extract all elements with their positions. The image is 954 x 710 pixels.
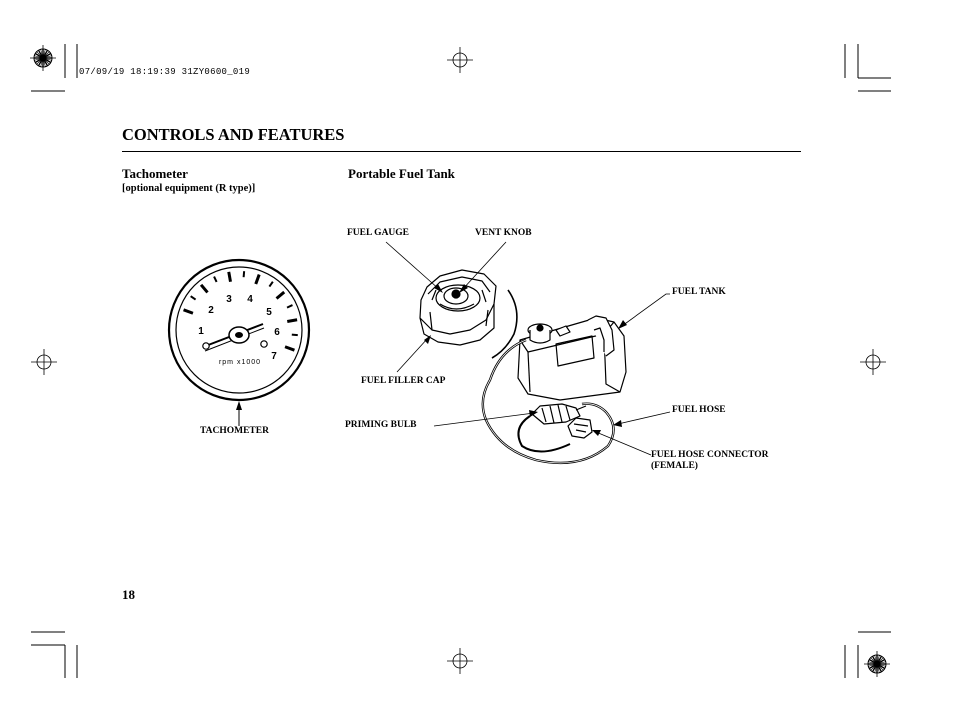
section-title: CONTROLS AND FEATURES	[122, 125, 345, 144]
dial-number-6: 6	[274, 327, 280, 338]
starburst-ray	[871, 655, 878, 665]
arrow-head-icon	[613, 420, 622, 427]
fuel-tank-body	[517, 315, 627, 401]
tachometer-tick	[227, 271, 232, 283]
starburst-ray	[34, 52, 44, 59]
registration-crosshair-icon	[860, 349, 886, 375]
fuel-hose-connector-callout-line2: (FEMALE)	[651, 461, 698, 471]
tachometer-tick	[183, 308, 194, 315]
starburst-ray	[42, 52, 52, 59]
fuel-tank-leader-line	[621, 293, 670, 327]
tachometer-heading: Tachometer	[122, 166, 188, 181]
tachometer-hub-center	[235, 332, 243, 338]
vent-knob-leader-line	[461, 241, 507, 291]
starburst-ray	[34, 57, 44, 64]
starburst-ray	[42, 57, 49, 67]
registration-starburst-icon	[30, 45, 56, 71]
tachometer-tick	[284, 345, 295, 352]
priming-bulb-callout: PRIMING BULB	[345, 420, 417, 430]
dial-number-3: 3	[226, 294, 232, 305]
tachometer-stop-pin	[202, 342, 210, 350]
dial-number-4: 4	[247, 294, 253, 305]
registration-crosshair-icon	[447, 47, 473, 73]
dial-unit-label: rpm x1000	[219, 359, 261, 366]
priming-bulb-leader-line	[433, 412, 535, 427]
fuel-hose-connector-callout-line1: FUEL HOSE CONNECTOR	[651, 450, 769, 460]
tachometer-tick	[190, 295, 197, 301]
tachometer-tick	[242, 271, 246, 278]
fuel-filler-cap-leader-line	[396, 337, 429, 373]
registration-crosshair-icon	[31, 349, 57, 375]
fuel-gauge-callout: FUEL GAUGE	[347, 228, 410, 238]
tachometer-subheading: [optional equipment (R type)]	[122, 183, 256, 194]
vent-knob-callout: VENT KNOB	[475, 228, 532, 238]
arrow-head-icon	[618, 320, 627, 329]
fuel-hose-inner-loop	[517, 415, 571, 453]
fuel-filler-cap-callout: FUEL FILLER CAP	[361, 376, 446, 386]
dial-number-1: 1	[198, 326, 204, 337]
tachometer-tick	[268, 281, 274, 288]
starburst-ray	[868, 658, 878, 665]
dial-number-5: 5	[266, 307, 272, 318]
starburst-ray	[37, 57, 44, 67]
arrow-head-icon	[434, 284, 443, 293]
fuel-hose-callout: FUEL HOSE	[672, 405, 726, 415]
starburst-ray	[37, 49, 44, 59]
priming-bulb	[531, 403, 587, 425]
tachometer-tick	[286, 304, 293, 309]
tachometer-tick	[213, 276, 218, 283]
starburst-ray	[876, 663, 883, 673]
registration-starburst-icon	[864, 651, 890, 677]
arrow-head-icon	[459, 284, 468, 293]
starburst-ray	[868, 663, 878, 670]
arrow-head-icon	[529, 410, 538, 417]
connector-leader-line	[595, 431, 652, 456]
tachometer-tick	[286, 318, 298, 323]
dial-number-7: 7	[271, 351, 277, 362]
tachometer-stop-pin	[260, 340, 268, 348]
tachometer-tick-marks	[183, 271, 298, 352]
page-number: 18	[122, 587, 135, 602]
registration-crosshair-icon	[447, 648, 473, 674]
starburst-ray	[876, 663, 886, 670]
arrow-head-icon	[236, 401, 242, 410]
starburst-ray	[876, 658, 886, 665]
tachometer-tick	[275, 290, 286, 300]
starburst-ray	[42, 57, 52, 64]
fuel-hose-leader-line	[617, 411, 671, 425]
print-timestamp: 07/09/19 18:19:39 31ZY0600_019	[79, 67, 251, 77]
tachometer-tick	[199, 283, 209, 294]
dial-number-2: 2	[208, 305, 214, 316]
tachometer-callout: TACHOMETER	[200, 426, 269, 436]
arrow-head-icon	[592, 430, 601, 436]
arrow-head-icon	[424, 335, 431, 344]
starburst-ray	[876, 655, 883, 665]
starburst-ray	[871, 663, 878, 673]
fuel-hose-connector	[567, 417, 593, 439]
fuel-tank-callout: FUEL TANK	[672, 287, 726, 297]
tachometer-tick	[254, 274, 261, 285]
fuel-filler-cap-detail	[419, 269, 518, 359]
header-rule	[122, 151, 801, 152]
tachometer-tick	[291, 333, 298, 337]
starburst-ray	[42, 49, 49, 59]
fuel-gauge-leader-line	[385, 241, 441, 291]
fuel-tank-heading: Portable Fuel Tank	[348, 166, 455, 181]
